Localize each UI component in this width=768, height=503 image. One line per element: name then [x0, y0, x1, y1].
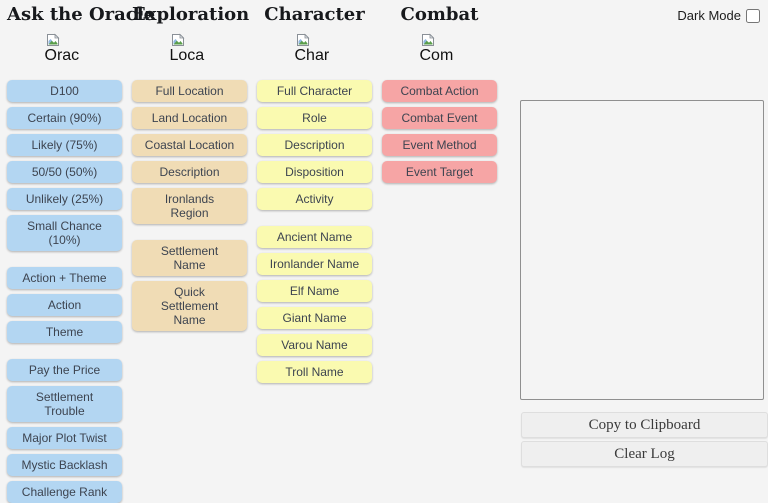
clear-log-button[interactable]: Clear Log	[521, 441, 768, 467]
ask-the-oracle-button-settlement-trouble[interactable]: Settlement Trouble	[7, 386, 122, 422]
column-title-exploration: Exploration	[132, 4, 250, 25]
exploration-button-description[interactable]: Description	[132, 161, 247, 183]
ask-the-oracle-button-50-50-50[interactable]: 50/50 (50%)	[7, 161, 122, 183]
character-button-giant-name[interactable]: Giant Name	[257, 307, 372, 329]
exploration-button-full-location[interactable]: Full Location	[132, 80, 247, 102]
character-button-full-character[interactable]: Full Character	[257, 80, 372, 102]
ask-the-oracle-button-pay-the-price[interactable]: Pay the Price	[7, 359, 122, 381]
character-button-description[interactable]: Description	[257, 134, 372, 156]
log-textarea[interactable]	[520, 100, 764, 400]
column-title-character: Character	[264, 4, 365, 25]
character-button-troll-name[interactable]: Troll Name	[257, 361, 372, 383]
ask-the-oracle-button-d100[interactable]: D100	[7, 80, 122, 102]
exploration-button-ironlands-region[interactable]: Ironlands Region	[132, 188, 247, 224]
ask-the-oracle-button-mystic-backlash[interactable]: Mystic Backlash	[7, 454, 122, 476]
broken-image-placeholder-exploration: Loca	[170, 33, 210, 64]
broken-image-icon	[171, 33, 184, 46]
log-panel: Dark Mode Copy to Clipboard Clear Log	[512, 0, 768, 480]
copy-to-clipboard-button[interactable]: Copy to Clipboard	[521, 412, 768, 438]
character-button-disposition[interactable]: Disposition	[257, 161, 372, 183]
combat-button-combat-event[interactable]: Combat Event	[382, 107, 497, 129]
exploration-button-coastal-location[interactable]: Coastal Location	[132, 134, 247, 156]
dark-mode-checkbox[interactable]	[746, 8, 760, 23]
ask-the-oracle-button-major-plot-twist[interactable]: Major Plot Twist	[7, 427, 122, 449]
ask-the-oracle-button-certain-90[interactable]: Certain (90%)	[7, 107, 122, 129]
combat-button-combat-action[interactable]: Combat Action	[382, 80, 497, 102]
ask-the-oracle-button-small-chance-10[interactable]: Small Chance (10%)	[7, 215, 122, 251]
broken-image-icon	[421, 33, 434, 46]
combat-button-event-method[interactable]: Event Method	[382, 134, 497, 156]
ask-the-oracle-button-likely-75[interactable]: Likely (75%)	[7, 134, 122, 156]
exploration-button-settlement-name[interactable]: Settlement Name	[132, 240, 247, 276]
combat-button-event-target[interactable]: Event Target	[382, 161, 497, 183]
dark-mode-label: Dark Mode	[677, 8, 741, 23]
broken-image-alt-text: Com	[419, 47, 454, 64]
column-title-ask-the-oracle: Ask the Oracle	[7, 4, 156, 25]
broken-image-icon	[296, 33, 309, 46]
broken-image-placeholder-character: Char	[295, 33, 335, 64]
broken-image-placeholder-combat: Com	[420, 33, 460, 64]
ask-the-oracle-button-unlikely-25[interactable]: Unlikely (25%)	[7, 188, 122, 210]
dark-mode-row: Dark Mode	[677, 8, 760, 23]
column-title-combat: Combat	[400, 4, 479, 25]
ask-the-oracle-button-action[interactable]: Action	[7, 294, 122, 316]
exploration-button-land-location[interactable]: Land Location	[132, 107, 247, 129]
character-button-activity[interactable]: Activity	[257, 188, 372, 210]
character-button-varou-name[interactable]: Varou Name	[257, 334, 372, 356]
character-button-elf-name[interactable]: Elf Name	[257, 280, 372, 302]
character-button-ancient-name[interactable]: Ancient Name	[257, 226, 372, 248]
broken-image-alt-text: Char	[294, 47, 330, 64]
broken-image-placeholder-ask-the-oracle: Orac	[45, 33, 85, 64]
character-button-ironlander-name[interactable]: Ironlander Name	[257, 253, 372, 275]
broken-image-alt-text: Orac	[44, 47, 80, 64]
ask-the-oracle-button-challenge-rank[interactable]: Challenge Rank	[7, 481, 122, 503]
ask-the-oracle-button-action-theme[interactable]: Action + Theme	[7, 267, 122, 289]
character-button-role[interactable]: Role	[257, 107, 372, 129]
exploration-button-quick-settlement-name[interactable]: Quick Settlement Name	[132, 281, 247, 331]
broken-image-icon	[46, 33, 59, 46]
broken-image-alt-text: Loca	[169, 47, 205, 64]
ask-the-oracle-button-theme[interactable]: Theme	[7, 321, 122, 343]
